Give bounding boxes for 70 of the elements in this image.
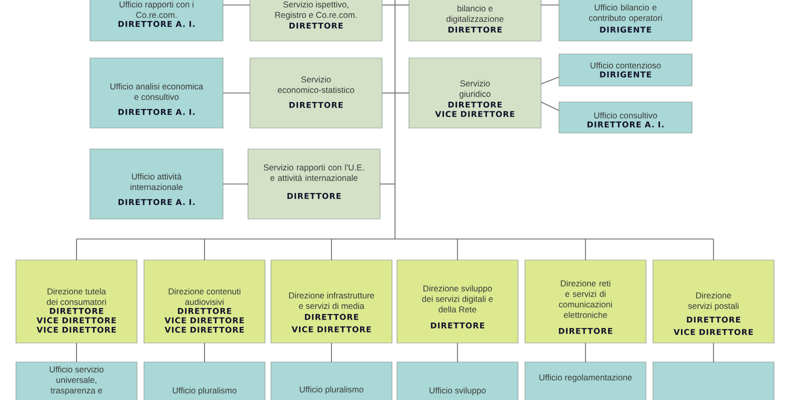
role-title: DIRETTORE A. I. bbox=[118, 199, 194, 206]
role-title: DIRETTORE bbox=[304, 314, 358, 320]
role-title: DIRETTORE bbox=[448, 26, 502, 33]
role-title: DIRETTORE A. I. bbox=[118, 108, 194, 115]
connector-line bbox=[394, 4, 410, 6]
role-title: VICE DIRETTORE bbox=[292, 326, 371, 332]
connector-line bbox=[585, 238, 586, 260]
connector-line bbox=[222, 92, 250, 94]
unit-name: Ufficio analisi economica e consultivo bbox=[110, 83, 204, 100]
unit-name: Ufficio bilancio e contributo operatori bbox=[589, 4, 662, 23]
unit-name: Ufficio pluralismo bbox=[172, 387, 236, 396]
role-title: DIRETTORE bbox=[178, 308, 232, 314]
connector-line bbox=[713, 342, 714, 362]
unit-name: Direzione tutela dei consumatori bbox=[46, 288, 106, 305]
role-title: VICE DIRETTORE bbox=[164, 326, 244, 333]
unit-name: Ufficio regolamentazione bbox=[539, 374, 632, 382]
connector-line bbox=[713, 238, 714, 260]
connector-line bbox=[585, 342, 586, 362]
connector-line bbox=[222, 4, 250, 6]
role-title: VICE DIRETTORE bbox=[36, 326, 116, 333]
unit-name: Servizio giuridico bbox=[460, 80, 490, 99]
connector-line bbox=[204, 238, 205, 260]
unit-name: bilancio e digitalizzazione bbox=[446, 5, 504, 24]
unit-name: Direzione contenuti audiovisivi bbox=[168, 288, 240, 305]
connector-line bbox=[382, 4, 396, 6]
role-title: DIRETTORE bbox=[686, 316, 740, 323]
role-title: DIRETTORE bbox=[289, 22, 343, 29]
connector-line bbox=[331, 238, 332, 260]
connector-line bbox=[540, 4, 560, 6]
unit-name: Ufficio consultivo bbox=[594, 112, 657, 118]
connector-line bbox=[394, 92, 410, 94]
unit-name: Ufficio servizio universale, trasparenza e bbox=[50, 366, 104, 396]
role-title: VICE DIRETTORE bbox=[36, 317, 116, 324]
connector-line bbox=[382, 92, 396, 94]
connector-line bbox=[76, 238, 77, 260]
unit-name: Direzione infrastrutture e servizi di media bbox=[289, 292, 374, 309]
connector-line bbox=[204, 342, 205, 362]
connector-line bbox=[76, 342, 77, 362]
role-title: DIRETTORE A. I. bbox=[118, 20, 194, 27]
role-title: DIRETTORE A. I. bbox=[588, 121, 664, 128]
unit-name: Ufficio attività internazionale bbox=[130, 173, 183, 190]
role-title: DIRETTORE bbox=[430, 322, 484, 328]
role-title: VICE DIRETTORE bbox=[435, 110, 514, 118]
unit-name: Direzione reti e servizi di comunicazioni elettroniche bbox=[558, 280, 612, 318]
role-title: DIRETTORE bbox=[287, 192, 341, 199]
connector-line bbox=[540, 102, 560, 111]
role-title: DIRIGENTE bbox=[600, 26, 652, 33]
connector-line bbox=[76, 238, 714, 240]
unit-name: Servizio economico-statistico bbox=[278, 76, 354, 93]
connector-line bbox=[394, 0, 396, 240]
unit-name: Servizio rapporti con l'U.E. e attività internazionale bbox=[264, 164, 364, 181]
role-title: DIRETTORE bbox=[558, 328, 612, 334]
connector-line bbox=[331, 342, 332, 362]
role-title: DIRETTORE bbox=[289, 102, 343, 108]
unit-name: Ufficio sviluppo bbox=[430, 387, 486, 396]
connector-line bbox=[457, 238, 458, 260]
role-title: VICE DIRETTORE bbox=[674, 328, 753, 336]
unit-name: Direzione sviluppo dei servizi digitali e della Rete bbox=[422, 285, 493, 312]
connector-line bbox=[457, 342, 458, 362]
unit-name: Ufficio pluralismo bbox=[300, 386, 364, 394]
unit-name: Direzione servizi postali bbox=[688, 292, 738, 311]
role-title: VICE DIRETTORE bbox=[164, 317, 244, 324]
role-title: DIRETTORE bbox=[50, 308, 104, 314]
unit-name: Servizio ispettivo, Registro e Co.re.com. bbox=[275, 1, 357, 20]
unit-box bbox=[652, 362, 774, 400]
unit-name: Ufficio rapporti con i Co.re.com. bbox=[120, 1, 194, 18]
role-title: DIRETTORE bbox=[448, 102, 502, 108]
unit-name: Ufficio contenzioso bbox=[590, 62, 661, 68]
connector-line bbox=[540, 76, 560, 84]
role-title: DIRIGENTE bbox=[600, 71, 652, 78]
